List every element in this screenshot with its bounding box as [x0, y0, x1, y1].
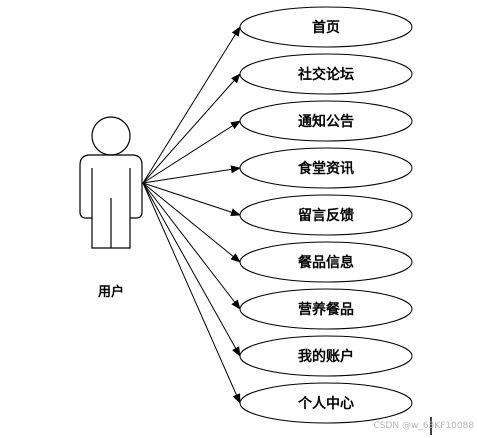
use-case: 我的账户: [239, 335, 413, 377]
association-line: [142, 182, 241, 216]
use-case-ellipse: [239, 194, 413, 236]
actor: 用户: [79, 116, 143, 300]
use-case-ellipse: [239, 147, 413, 189]
use-case-label: 留言反馈: [298, 207, 354, 224]
use-case: 食堂资讯: [239, 147, 413, 189]
use-case-label: 个人中心: [297, 395, 354, 412]
watermark: CSDN @w_63KF10088: [373, 421, 474, 431]
use-case: 餐品信息: [239, 241, 413, 283]
use-case-ellipse: [239, 288, 413, 330]
use-case: 留言反馈: [239, 194, 413, 236]
use-case: 社交论坛: [239, 53, 413, 95]
use-case-ellipse: [239, 335, 413, 377]
use-case: 营养餐品: [239, 288, 413, 330]
use-case: 首页: [239, 6, 413, 48]
actor-label: 用户: [97, 284, 124, 300]
use-case-ellipse: [239, 6, 413, 48]
association-line: [142, 182, 241, 310]
association-line: [142, 182, 241, 404]
use-case-label: 食堂资讯: [298, 160, 354, 177]
use-case-label: 首页: [312, 19, 340, 36]
use-case-ellipse: [239, 382, 413, 424]
association-line: [142, 165, 241, 184]
use-case-label: 社交论坛: [297, 66, 354, 83]
use-case: 个人中心: [239, 382, 413, 424]
association-line: [142, 182, 241, 357]
use-case-label: 通知公告: [298, 113, 354, 130]
association-line: [142, 73, 241, 184]
use-case-label: 餐品信息: [297, 254, 354, 271]
use-case-ellipse: [239, 53, 413, 95]
use-case-label: 营养餐品: [298, 301, 354, 318]
use-case-label: 我的账户: [298, 348, 354, 365]
use-case-ellipse: [239, 241, 413, 283]
association-line: [142, 182, 241, 263]
person-icon: [79, 116, 143, 249]
associations: [142, 26, 241, 404]
association-line: [142, 120, 241, 184]
association-line: [142, 26, 241, 184]
use-case-ellipse: [239, 100, 413, 142]
use-case: 通知公告: [239, 100, 413, 142]
